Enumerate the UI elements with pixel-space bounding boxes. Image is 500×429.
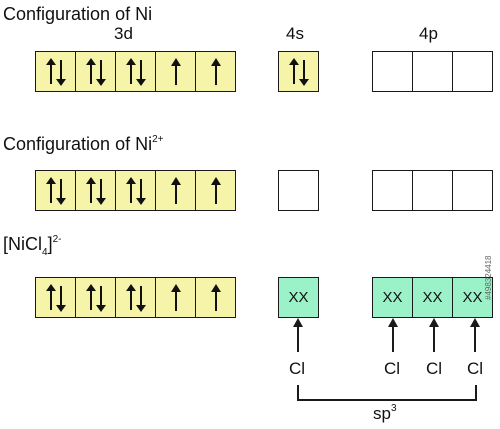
title-ni2-base: Configuration of Ni — [3, 134, 153, 154]
orbital-box-paired — [75, 170, 116, 211]
title-ni2-charge: 2+ — [152, 134, 164, 145]
row3-3d-orbitals — [35, 277, 236, 318]
orbital-box-empty — [452, 51, 493, 92]
orbital-box-paired — [115, 51, 156, 92]
arrowhead-icon — [429, 318, 439, 327]
label-4s: 4s — [286, 24, 304, 43]
arrowhead-icon — [470, 318, 480, 327]
ligand-label-cl-2: Cl — [384, 359, 401, 378]
ligand-electron-pair: XX — [422, 289, 443, 306]
orbital-box-single — [195, 277, 236, 318]
complex-charge: 2- — [52, 234, 62, 245]
orbital-box-single — [195, 51, 236, 92]
ligand-electron-pair: XX — [382, 289, 403, 306]
up-arrow-icon — [170, 176, 181, 204]
title-complex-formula: [NiCl4]2- — [3, 234, 62, 258]
orbital-box-single — [155, 51, 196, 92]
ligand-label-cl-1: Cl — [289, 359, 306, 378]
up-arrow-icon — [170, 283, 181, 311]
paired-arrows-icon — [125, 176, 146, 205]
row3-4s-orbital: XX — [278, 277, 319, 318]
orbital-box-paired — [115, 277, 156, 318]
ligand-electron-pair: XX — [288, 289, 309, 306]
paired-arrows-icon — [45, 283, 66, 312]
row2-4p-orbitals — [372, 170, 493, 211]
orbital-box-single — [155, 277, 196, 318]
complex-close: ] — [47, 234, 53, 254]
orbital-box-single — [155, 170, 196, 211]
label-3d: 3d — [114, 24, 133, 43]
arrowhead-icon — [293, 318, 303, 327]
orbital-box-paired — [278, 51, 319, 92]
stock-watermark-id: #498324418 — [484, 255, 493, 301]
row2-4s-orbital — [278, 170, 319, 211]
orbital-box-paired — [115, 170, 156, 211]
paired-arrows-icon — [85, 57, 106, 86]
paired-arrows-icon — [125, 57, 146, 86]
up-arrow-icon — [210, 283, 221, 311]
label-4p: 4p — [419, 24, 438, 43]
paired-arrows-icon — [85, 283, 106, 312]
orbital-box-empty — [278, 170, 319, 211]
row2-3d-orbitals — [35, 170, 236, 211]
title-ni2-configuration: Configuration of Ni2+ — [3, 134, 164, 155]
complex-subscript: 4 — [42, 247, 48, 258]
up-arrow-icon — [170, 57, 181, 85]
title-ni-configuration: Configuration of Ni — [3, 4, 153, 24]
arrowhead-icon — [388, 318, 398, 327]
ligand-label-cl-4: Cl — [467, 359, 484, 378]
hybrid-orbital-box: XX — [278, 277, 319, 318]
ligand-label-cl-3: Cl — [426, 359, 443, 378]
hybrid-orbital-box: XX — [412, 277, 453, 318]
orbital-box-paired — [75, 277, 116, 318]
row3-4p-orbitals: XX XX XX — [372, 277, 493, 318]
hybrid-base: sp — [373, 404, 391, 423]
up-arrow-icon — [210, 176, 221, 204]
orbital-box-single — [195, 170, 236, 211]
orbital-box-empty — [452, 170, 493, 211]
sp3-bracket — [297, 385, 477, 401]
up-arrow-icon — [210, 57, 221, 85]
row1-3d-orbitals — [35, 51, 236, 92]
hybridization-label: sp3 — [373, 403, 397, 424]
orbital-box-paired — [35, 170, 76, 211]
hybrid-orbital-box: XX — [452, 277, 493, 318]
hybrid-orbital-box: XX — [372, 277, 413, 318]
orbital-box-paired — [35, 277, 76, 318]
paired-arrows-icon — [288, 57, 309, 86]
orbital-box-paired — [75, 51, 116, 92]
ligand-electron-pair: XX — [462, 289, 483, 306]
row1-4s-orbital — [278, 51, 319, 92]
complex-open: [NiCl — [3, 234, 42, 254]
hybrid-superscript: 3 — [390, 403, 397, 414]
paired-arrows-icon — [125, 283, 146, 312]
paired-arrows-icon — [45, 57, 66, 86]
row1-4p-orbitals — [372, 51, 493, 92]
paired-arrows-icon — [45, 176, 66, 205]
paired-arrows-icon — [85, 176, 106, 205]
